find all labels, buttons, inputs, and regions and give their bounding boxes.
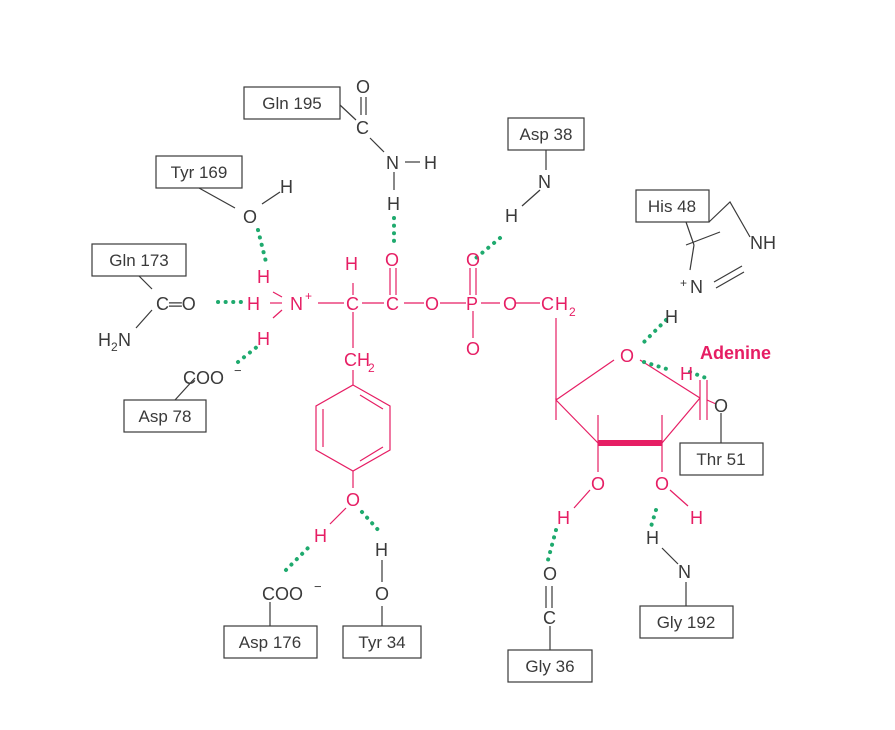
lig-2oh-o: O (591, 474, 605, 494)
residue-gly36-label: Gly 36 (525, 657, 574, 676)
hbond-thr51 (688, 370, 708, 380)
hbond-gly36 (546, 528, 558, 562)
gln195-o: O (356, 77, 370, 97)
residue-boxes: Gln 195 Asp 38 Tyr 169 His 48 Gln 173 As… (91, 86, 764, 683)
gln195-n: N (386, 153, 399, 173)
hbond-ribose-o (642, 360, 672, 372)
thr51-o: O (714, 396, 728, 416)
lig-bridge-o2: O (503, 294, 517, 314)
lig-nh-bottom: H (257, 329, 270, 349)
protein-atom-labels: O C N H H N H H O NH + N H C═O H 2 N COO… (98, 77, 776, 628)
residue-tyr169: Tyr 169 (155, 155, 243, 189)
residue-asp38-label: Asp 38 (520, 125, 573, 144)
his48-h: H (665, 307, 678, 327)
gln195-nh: H (424, 153, 437, 173)
gly192-h: H (646, 528, 659, 548)
lig-nh-top: H (257, 267, 270, 287)
residue-gln195-label: Gln 195 (262, 94, 322, 113)
residue-gly192-label: Gly 192 (657, 613, 716, 632)
tyr34-h: H (375, 540, 388, 560)
tyr169-o: O (243, 207, 257, 227)
lig-amine-plus: + (305, 289, 312, 303)
lig-nh-left: H (247, 294, 260, 314)
ligand-atom-labels: H O O H H N + C C O P O C H 2 H O CH 2 O… (247, 250, 771, 546)
lig-ch2-c: C (541, 294, 554, 314)
hbond-asp38 (474, 236, 502, 260)
asp176-coo: COO (262, 584, 303, 604)
protein-bonds (135, 97, 751, 650)
residue-asp78: Asp 78 (123, 399, 207, 433)
lig-ribose-o: O (620, 346, 634, 366)
gln173-h2n-sub: 2 (111, 340, 118, 354)
asp78-coo: COO (183, 368, 224, 388)
lig-alpha-h: H (345, 254, 358, 274)
lig-bridge-o1: O (425, 294, 439, 314)
lig-benzyl-ch: CH (344, 350, 370, 370)
gln173-h2n-n: N (118, 330, 131, 350)
asp38-n: N (538, 172, 551, 192)
hbond-tyr34 (360, 510, 382, 534)
hbond-asp78 (236, 344, 260, 364)
lig-benzyl-sub: 2 (368, 361, 375, 375)
residue-tyr34-label: Tyr 34 (358, 633, 405, 652)
his48-plus: + (680, 276, 687, 290)
lig-phosphate-o-bottom: O (466, 339, 480, 359)
tyr34-o: O (375, 584, 389, 604)
gly36-c: C (543, 608, 556, 628)
gln173-h2n-h: H (98, 330, 111, 350)
residue-thr51: Thr 51 (679, 442, 764, 476)
lig-c1-h: H (680, 364, 693, 384)
lig-ch2-h: H (555, 294, 568, 314)
lig-carbonyl-o: O (385, 250, 399, 270)
lig-3oh-o: O (655, 474, 669, 494)
residue-thr51-label: Thr 51 (696, 450, 745, 469)
ligand-bonds (270, 268, 717, 525)
asp38-h: H (505, 206, 518, 226)
lig-phosphate-o-top: O (466, 250, 480, 270)
gly192-n: N (678, 562, 691, 582)
gln195-h: H (387, 194, 400, 214)
lig-2oh-h: H (557, 508, 570, 528)
his48-nh: NH (750, 233, 776, 253)
residue-gly192: Gly 192 (639, 605, 734, 639)
residue-asp176: Asp 176 (223, 625, 318, 659)
gln173-carbonyl: C═O (156, 294, 196, 314)
residue-his48-label: His 48 (648, 197, 696, 216)
residue-gln195: Gln 195 (243, 86, 341, 120)
residue-tyr169-label: Tyr 169 (171, 163, 228, 182)
lig-phosphorus: P (466, 294, 478, 314)
lig-3oh-h: H (690, 508, 703, 528)
tyr169-oh-h: H (280, 177, 293, 197)
lig-carboxyl-c: C (386, 294, 399, 314)
gln195-c: C (356, 118, 369, 138)
gly36-o: O (543, 564, 557, 584)
hbond-his48 (638, 318, 668, 348)
hbond-asp176 (284, 544, 312, 572)
asp78-minus: − (234, 363, 242, 378)
residue-gln173-label: Gln 173 (109, 251, 169, 270)
asp176-minus: − (314, 579, 322, 594)
residue-his48: His 48 (635, 189, 710, 223)
lig-alpha-c: C (346, 294, 359, 314)
hbond-gly192 (648, 508, 658, 532)
residue-gly36: Gly 36 (507, 649, 593, 683)
residue-tyr34: Tyr 34 (342, 625, 422, 659)
adenine-label: Adenine (700, 343, 771, 363)
residue-asp38: Asp 38 (507, 117, 585, 151)
lig-phenol-h: H (314, 526, 327, 546)
his48-n: N (690, 277, 703, 297)
residue-asp176-label: Asp 176 (239, 633, 301, 652)
lig-phenol-o: O (346, 490, 360, 510)
hydrogen-bonds (216, 216, 708, 572)
lig-ch2-sub: 2 (569, 305, 576, 319)
residue-asp78-label: Asp 78 (139, 407, 192, 426)
residue-gln173: Gln 173 (91, 243, 187, 277)
lig-amine-n: N (290, 294, 303, 314)
hbond-tyr169 (256, 228, 268, 264)
